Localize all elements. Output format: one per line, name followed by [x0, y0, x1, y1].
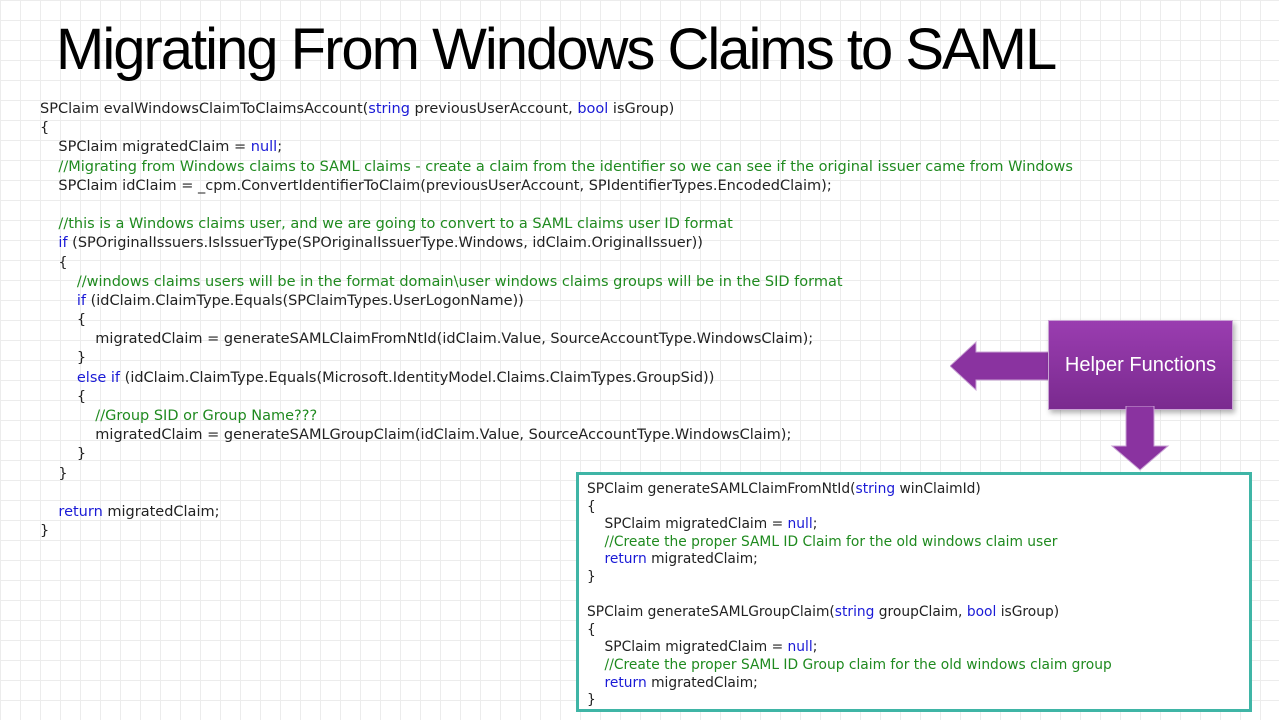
code-comment: //Create the proper SAML ID Group claim … — [587, 656, 1112, 673]
code-keyword: return — [587, 674, 647, 691]
code-text: ; — [277, 139, 283, 156]
code-text: ; — [812, 639, 818, 656]
code-text: { — [40, 120, 50, 137]
code-text: SPClaim idClaim = _cpm.ConvertIdentifier… — [40, 177, 832, 194]
code-comment: //Create the proper SAML ID Claim for th… — [587, 533, 1058, 550]
code-text: groupClaim, — [874, 604, 967, 621]
code-text: SPClaim evalWindowsClaimToClaimsAccount( — [40, 101, 369, 117]
code-line: SPClaim migratedClaim = null; — [40, 138, 1073, 157]
code-line: { — [40, 388, 1073, 407]
code-line: SPClaim idClaim = _cpm.ConvertIdentifier… — [40, 177, 1073, 196]
code-line: //this is a Windows claims user, and we … — [40, 215, 1073, 234]
code-comment: //this is a Windows claims user, and we … — [40, 216, 733, 233]
code-line: { — [40, 119, 1073, 138]
code-text: } — [40, 523, 50, 540]
code-text: SPClaim migratedClaim = — [587, 639, 788, 656]
down-arrow-icon — [1110, 406, 1170, 471]
code-text: } — [587, 692, 596, 709]
code-line: //windows claims users will be in the fo… — [40, 273, 1073, 292]
code-line: { — [40, 311, 1073, 330]
code-line: } — [40, 349, 1073, 368]
code-text: isGroup) — [608, 101, 675, 117]
code-line: if (SPOriginalIssuers.IsIssuerType(SPOri… — [40, 234, 1073, 253]
code-text: ; — [812, 516, 818, 533]
code-text: { — [40, 388, 87, 405]
code-line: //Migrating from Windows claims to SAML … — [40, 158, 1073, 177]
code-line: //Group SID or Group Name??? — [40, 407, 1073, 426]
code-keyword: bool — [577, 101, 609, 117]
code-line: } — [587, 569, 1249, 587]
code-keyword: if — [40, 235, 68, 252]
slide-title: Migrating From Windows Claims to SAML — [56, 17, 1057, 82]
code-line: } — [40, 445, 1073, 464]
code-text: (idClaim.ClaimType.Equals(SPClaimTypes.U… — [86, 292, 524, 309]
code-text: isGroup) — [996, 604, 1060, 621]
main-code-block: SPClaim evalWindowsClaimToClaimsAccount(… — [40, 100, 1073, 541]
code-text: migratedClaim; — [646, 674, 758, 691]
code-keyword: null — [787, 639, 813, 656]
code-line: } — [587, 692, 1249, 710]
code-text: (SPOriginalIssuers.IsIssuerType(SPOrigin… — [67, 235, 703, 252]
code-line: SPClaim evalWindowsClaimToClaimsAccount(… — [40, 100, 1073, 119]
code-text: { — [587, 621, 596, 638]
code-keyword: null — [250, 139, 278, 156]
code-keyword: string — [368, 101, 410, 117]
code-text: winClaimId) — [895, 481, 981, 497]
code-text: } — [587, 568, 596, 585]
code-text: migratedClaim; — [102, 503, 220, 520]
left-arrow-icon — [950, 340, 1051, 392]
code-text: { — [587, 498, 596, 515]
code-line: //Create the proper SAML ID Group claim … — [587, 657, 1249, 675]
code-line — [587, 587, 1249, 605]
code-text: SPClaim migratedClaim = — [587, 516, 788, 533]
code-line: { — [587, 499, 1249, 517]
code-line: } — [40, 522, 1073, 541]
code-text: SPClaim migratedClaim = — [40, 139, 251, 156]
code-text: previousUserAccount, — [409, 101, 578, 117]
code-text: (idClaim.ClaimType.Equals(Microsoft.Iden… — [120, 369, 715, 386]
helper-functions-callout: Helper Functions — [1048, 320, 1233, 410]
code-text: migratedClaim = generateSAMLClaimFromNtI… — [40, 331, 814, 348]
code-keyword: string — [855, 481, 896, 497]
code-text: { — [40, 312, 87, 329]
code-text: { — [40, 254, 68, 271]
code-comment: //Migrating from Windows claims to SAML … — [40, 158, 1073, 175]
code-text: } — [40, 446, 87, 463]
code-text: migratedClaim; — [646, 551, 758, 568]
code-line: } — [40, 465, 1073, 484]
code-text: } — [40, 465, 68, 482]
code-keyword: null — [787, 516, 813, 533]
code-text: SPClaim generateSAMLGroupClaim( — [587, 604, 835, 621]
code-line: return migratedClaim; — [40, 503, 1073, 522]
code-keyword: if — [40, 292, 87, 309]
code-comment: //Group SID or Group Name??? — [40, 408, 318, 424]
code-line: SPClaim migratedClaim = null; — [587, 639, 1249, 657]
code-keyword: else if — [40, 369, 121, 386]
code-comment: //windows claims users will be in the fo… — [40, 273, 843, 290]
code-line: SPClaim generateSAMLClaimFromNtId(string… — [587, 481, 1249, 499]
code-keyword: bool — [966, 604, 997, 621]
code-line: else if (idClaim.ClaimType.Equals(Micros… — [40, 369, 1073, 388]
code-line: { — [40, 254, 1073, 273]
code-line: { — [587, 622, 1249, 640]
code-keyword: return — [40, 503, 103, 520]
code-line: migratedClaim = generateSAMLGroupClaim(i… — [40, 426, 1073, 445]
code-text: migratedClaim = generateSAMLGroupClaim(i… — [40, 427, 792, 444]
code-line: return migratedClaim; — [587, 551, 1249, 569]
code-line: SPClaim generateSAMLGroupClaim(string gr… — [587, 604, 1249, 622]
code-line — [40, 196, 1073, 215]
code-line: return migratedClaim; — [587, 675, 1249, 693]
code-line: if (idClaim.ClaimType.Equals(SPClaimType… — [40, 292, 1073, 311]
code-line: SPClaim migratedClaim = null; — [587, 516, 1249, 534]
code-line: migratedClaim = generateSAMLClaimFromNtI… — [40, 330, 1073, 349]
code-text: } — [40, 350, 87, 367]
code-keyword: string — [834, 604, 875, 621]
code-line: //Create the proper SAML ID Claim for th… — [587, 534, 1249, 552]
code-text: SPClaim generateSAMLClaimFromNtId( — [587, 481, 856, 497]
code-keyword: return — [587, 551, 647, 568]
helper-functions-code-box: SPClaim generateSAMLClaimFromNtId(string… — [576, 472, 1252, 712]
